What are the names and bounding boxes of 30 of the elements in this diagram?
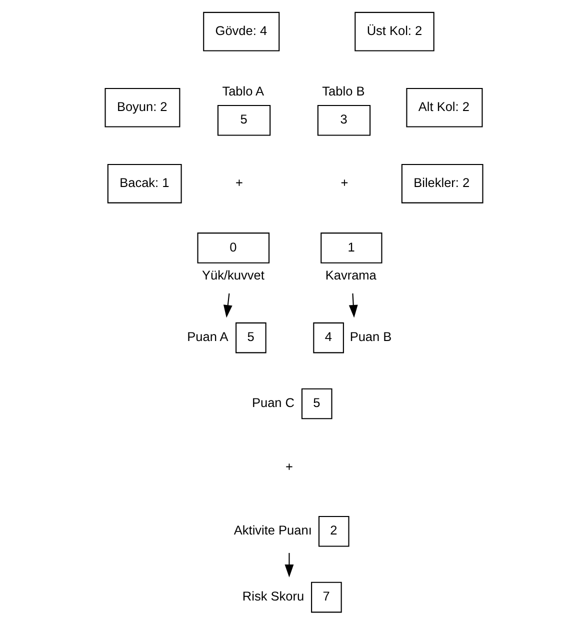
arrow bbox=[284, 552, 294, 578]
label: + bbox=[285, 458, 293, 474]
node-label: Puan B bbox=[350, 329, 392, 344]
arrow bbox=[223, 293, 232, 318]
node-box: 2 bbox=[318, 516, 350, 547]
node-box: 3 bbox=[317, 104, 371, 136]
node-label: Yük/kuvvet bbox=[202, 267, 264, 282]
node-box: Bilekler: 2 bbox=[401, 164, 484, 204]
node-label: Tablo A bbox=[222, 83, 264, 98]
node-label: Tablo B bbox=[322, 83, 365, 98]
node-label: Aktivite Puanı bbox=[234, 522, 312, 538]
node-box: Boyun: 2 bbox=[104, 88, 180, 128]
node-label: Puan C bbox=[252, 395, 295, 410]
node-box: 5 bbox=[217, 104, 271, 136]
arrow bbox=[348, 293, 358, 318]
node-box: Alt Kol: 2 bbox=[406, 88, 483, 128]
node-label: Puan A bbox=[187, 329, 228, 344]
node-box: 0 bbox=[197, 232, 270, 264]
node-box: 7 bbox=[311, 582, 342, 613]
node-label: Risk Skoru bbox=[242, 588, 304, 604]
node-box: Bacak: 1 bbox=[107, 164, 182, 204]
node-box: 5 bbox=[301, 388, 332, 420]
label: + bbox=[236, 174, 243, 190]
node-box: Gövde: 4 bbox=[203, 12, 280, 52]
node-box: 4 bbox=[313, 322, 344, 354]
label: + bbox=[340, 174, 348, 190]
node-box: 5 bbox=[236, 322, 266, 354]
node-box: 1 bbox=[320, 232, 382, 264]
node-box: Üst Kol: 2 bbox=[354, 12, 434, 52]
node-label: Kavrama bbox=[325, 267, 376, 282]
